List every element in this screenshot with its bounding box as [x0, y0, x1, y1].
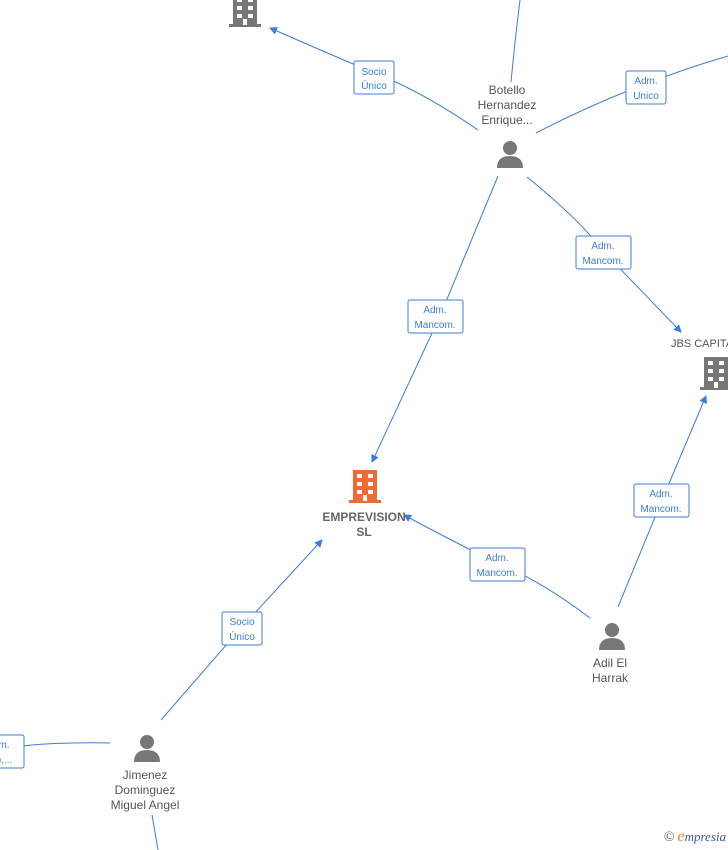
svg-text:Mancom.: Mancom. — [640, 504, 681, 515]
svg-text:Unico: Unico — [633, 91, 659, 102]
svg-text:Adm.: Adm. — [423, 305, 446, 316]
edge-label-adm-mancom-botello-jbs: Adm. Mancom. — [575, 235, 632, 270]
edge-label-adm-unico: Adm. Unico — [625, 70, 667, 105]
edge-label-adm-mancom-adil-jbs: Adm. Mancom. — [633, 483, 690, 518]
node-label-botello: Botello Hernandez Enrique... — [477, 83, 537, 127]
svg-text:o,...: o,... — [0, 755, 12, 766]
empresia-watermark: ©empresia — [663, 828, 726, 845]
edge-label-clipped-left: m. o,... — [0, 734, 25, 769]
edge-label-adm-mancom-adil-emprevision: Adm. Mancom. — [469, 547, 526, 582]
person-icon[interactable] — [598, 622, 626, 650]
building-icon[interactable] — [229, 0, 261, 28]
svg-text:Único: Único — [229, 630, 255, 643]
svg-text:Único: Único — [361, 79, 387, 92]
edge-label-adm-mancom-botello-emprevision: Adm. Mancom. — [407, 299, 464, 334]
copyright-icon: © — [663, 830, 675, 845]
svg-text:Socio: Socio — [361, 67, 386, 78]
svg-text:Adm.: Adm. — [485, 553, 508, 564]
person-icon[interactable] — [496, 140, 524, 168]
node-label-adil: Adil El Harrak — [591, 656, 629, 685]
svg-text:Adm.: Adm. — [649, 489, 672, 500]
edge-botello-up — [510, 0, 521, 83]
person-icon[interactable] — [133, 734, 161, 762]
building-icon[interactable] — [349, 470, 381, 504]
svg-text:Mancom.: Mancom. — [582, 256, 623, 267]
node-label-jbs: JBS CAPITA — [671, 338, 728, 350]
svg-text:Mancom.: Mancom. — [414, 320, 455, 331]
edge-jimenez-left — [21, 742, 111, 747]
svg-text:Adm.: Adm. — [591, 241, 614, 252]
node-label-emprevision: EMPREVISION SL — [322, 510, 406, 539]
svg-text:Mancom.: Mancom. — [476, 568, 517, 579]
svg-text:Socio: Socio — [229, 617, 254, 628]
edge-jimenez-down — [151, 814, 159, 850]
building-icon[interactable] — [700, 357, 728, 391]
node-label-jimenez: Jimenez Dominguez Miguel Angel — [110, 768, 180, 812]
edge-label-socio-unico-top: Socio Único — [353, 60, 395, 95]
svg-text:m.: m. — [0, 740, 10, 751]
edge-label-socio-unico-jimenez: Socio Único — [221, 611, 263, 646]
svg-text:Adm.: Adm. — [634, 76, 657, 87]
